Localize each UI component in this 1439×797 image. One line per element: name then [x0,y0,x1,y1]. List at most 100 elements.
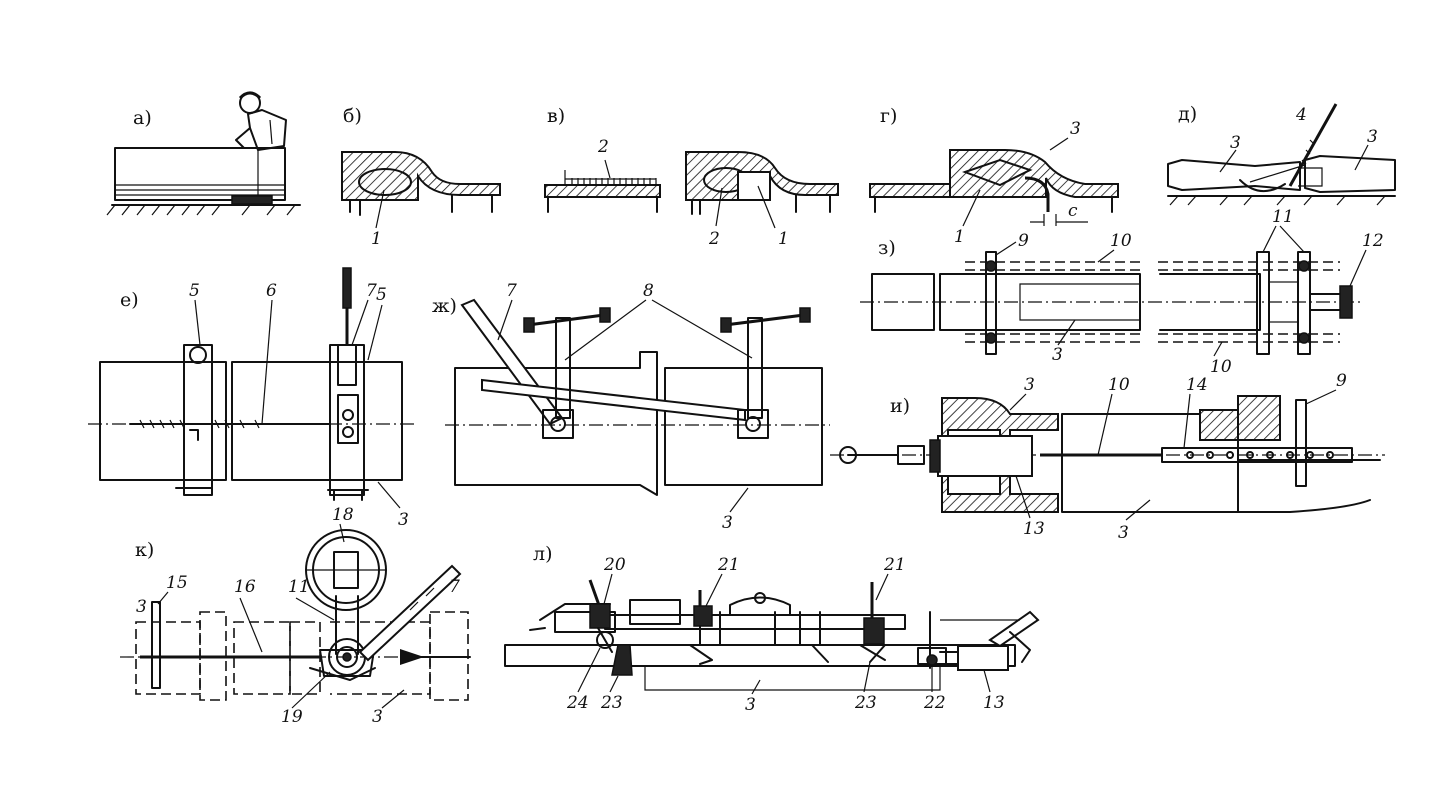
callout-l-3: 3 [745,695,756,715]
panel-d: д) 4 3 3 [1167,103,1396,206]
pipe-z-3 [939,273,1141,331]
clamp-8-right [720,307,811,439]
callout-d-3-left: 3 [1230,133,1241,153]
panel-label-l: л) [533,543,552,565]
callout-zh-7: 7 [506,281,517,301]
jack-13-l [939,610,1040,671]
callout-k-11: 11 [288,577,310,597]
callout-l-13: 13 [983,693,1005,713]
callout-g-3: 3 [1070,119,1081,139]
callout-l-23-right: 23 [854,693,877,713]
callout-z-3: 3 [1052,345,1063,365]
crowbar-4 [1288,103,1338,187]
lever-7 [460,298,564,426]
pipe-section-a [114,147,286,205]
callout-i-9: 9 [1336,371,1347,391]
callout-z-10-bottom: 10 [1210,357,1232,377]
callout-z-12: 12 [1362,231,1384,251]
plate-9-i [1295,399,1307,487]
panel-label-b: б) [343,105,362,127]
panel-label-k: к) [135,539,154,561]
clamp-21-right [859,582,886,663]
callout-l-24: 24 [566,693,589,713]
callout-zh-8: 8 [643,281,654,301]
panel-label-g: г) [880,105,897,127]
gap-dimension-c [1030,214,1088,226]
pipe-zh-right [664,367,823,486]
panel-label-v: в) [547,105,565,127]
clamp-8-left [523,307,611,439]
bell-i-right [1237,395,1281,441]
panel-i: и) 3 10 [830,371,1385,543]
hook-g [1024,176,1050,212]
callout-zh-3: 3 [722,513,733,533]
callout-i-3-bottom: 3 [1118,523,1129,543]
callout-l-22: 22 [923,693,946,713]
callout-e-5-left: 5 [189,281,200,301]
callout-e-3: 3 [398,510,409,530]
pipe-zh-left [454,351,658,496]
plate-9 [985,251,997,355]
tie-rods-10-top [965,261,1340,271]
panel-label-zh: ж) [432,295,457,317]
tension-bar [481,378,746,422]
screw-12 [1309,285,1353,319]
jack-13 [839,435,1033,477]
pipe-e-left [99,361,227,481]
callout-l-23-left: 23 [600,693,623,713]
support-22 [917,611,947,669]
callout-v-2: 2 [708,229,720,249]
panel-label-z: з) [878,237,896,259]
callout-b-1: 1 [371,229,382,249]
callout-z-11: 11 [1272,207,1294,227]
callout-l-21-right: 21 [883,555,906,575]
pipe-e-right [231,361,403,481]
clamp-20 [588,579,611,629]
panel-a: а) [106,91,301,216]
callout-l-20: 20 [603,555,626,575]
callout-i-3: 3 [1024,375,1035,395]
callout-z-10-top: 10 [1110,231,1132,251]
panel-l: л) [504,543,1040,715]
worker-figure [235,91,287,151]
seal-ring [358,168,412,196]
panel-b: б) 1 [341,105,501,249]
machine-carriage [529,592,906,665]
callout-i-14: 14 [1186,375,1208,395]
callout-k-16: 16 [234,577,256,597]
clamp-5-left [175,344,213,496]
spigot-with-scale: 2 [544,137,661,213]
callout-i-13: 13 [1023,519,1045,539]
callout-k-18: 18 [332,505,354,525]
panel-label-a: а) [133,107,152,129]
callout-g-1: 1 [954,227,965,247]
callout-k-15: 15 [166,573,188,593]
callout-k-3-bottom: 3 [372,707,383,727]
panel-e: е) 5 6 7 5 3 [88,267,418,530]
panel-k: к) 18 3 15 16 11 [120,505,471,727]
pipe-l-3 [504,644,1016,667]
panel-label-i: и) [890,395,910,417]
callout-e-5-right: 5 [376,285,387,305]
seal-g [962,158,1033,187]
panel-v: в) 2 2 1 [544,105,839,249]
callout-i-10: 10 [1108,375,1130,395]
support-23-left [611,644,633,676]
pipe-d-left [1167,159,1301,191]
wheel-18 [305,529,387,611]
callout-d-3-right: 3 [1367,127,1378,147]
leader-b-1 [375,189,385,229]
callout-v-2-top: 2 [597,137,609,157]
plate-15 [151,601,161,689]
pipe-d-right [1304,155,1396,193]
callout-v-1: 1 [778,229,789,249]
roller-24 [596,627,614,653]
ground-hatch-d [1167,195,1396,206]
joint-cross-section-v [685,151,839,229]
ground-hatch-a [106,204,301,216]
tie-rods-10-bottom [965,333,1340,343]
callout-k-3: 3 [136,597,147,617]
callout-k-19: 19 [281,707,303,727]
callout-e-7: 7 [366,281,377,301]
